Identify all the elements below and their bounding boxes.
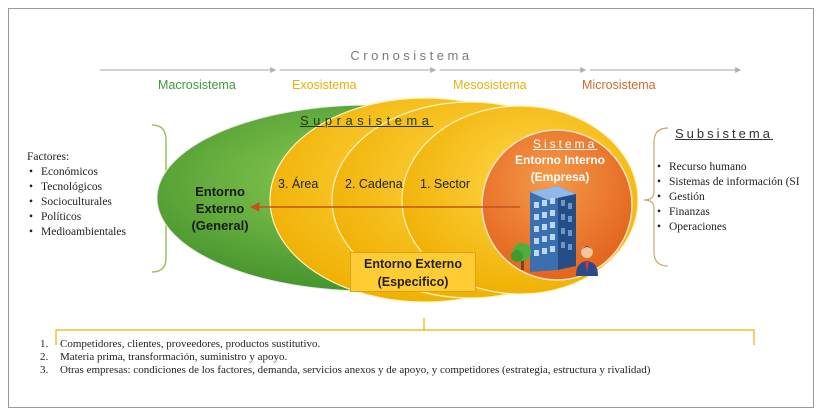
- cronosistema-label: Cronosistema: [350, 48, 473, 63]
- ring-area-label: 3. Área: [278, 177, 319, 191]
- exosistema-label: Exosistema: [292, 78, 357, 92]
- note-item: 3.Otras empresas: condiciones de los fac…: [40, 364, 651, 376]
- external-general-label: Entorno Externo (General): [191, 184, 249, 233]
- outer-frame: [8, 8, 814, 408]
- external-specific-box: Entorno Externo (Especifico): [350, 252, 476, 292]
- subsystem-list: Recurso humano Sistemas de información (…: [655, 160, 800, 235]
- building-icon: [530, 186, 576, 272]
- person-icon: [576, 246, 598, 276]
- notes-bracket: [55, 318, 755, 345]
- factors-panel: Factores: Económicos Tecnológicos Socioc…: [27, 150, 126, 240]
- subsystem-item: Gestión: [655, 190, 800, 205]
- subsystem-item: Operaciones: [655, 220, 800, 235]
- ring-sector-label: 1. Sector: [420, 177, 471, 191]
- subsystem-item: Finanzas: [655, 205, 800, 220]
- subsystem-item: Recurso humano: [655, 160, 800, 175]
- factor-item: Económicos: [27, 165, 126, 180]
- internal-environment-label: Entorno Interno (Empresa): [515, 153, 605, 184]
- mesosistema-label: Mesosistema: [453, 78, 527, 92]
- suprasistema-label: Suprasistema: [300, 113, 434, 128]
- note-item: 2.Materia prima, transformación, suminis…: [40, 351, 288, 363]
- factor-item: Socioculturales: [27, 195, 126, 210]
- subsistema-title: Subsistema: [675, 126, 773, 141]
- subsystem-item: Sistemas de información (SI: [655, 175, 800, 190]
- notes-list: 1.Competidores, clientes, proveedores, p…: [40, 338, 800, 377]
- sistema-label: Sistema: [533, 137, 598, 151]
- factor-item: Medioambientales: [27, 225, 126, 240]
- factors-heading: Factores:: [27, 151, 70, 163]
- factor-item: Tecnológicos: [27, 180, 126, 195]
- factors-list: Económicos Tecnológicos Socioculturales …: [27, 165, 126, 240]
- factor-item: Políticos: [27, 210, 126, 225]
- note-item: 1.Competidores, clientes, proveedores, p…: [40, 338, 321, 350]
- microsistema-label: Microsistema: [582, 78, 656, 92]
- right-brace: [643, 127, 669, 267]
- subsystem-panel: Recurso humano Sistemas de información (…: [655, 160, 800, 235]
- macrosistema-label: Macrosistema: [158, 78, 236, 92]
- tree-icon: [511, 243, 531, 270]
- ring-cadena-label: 2. Cadena: [345, 177, 403, 191]
